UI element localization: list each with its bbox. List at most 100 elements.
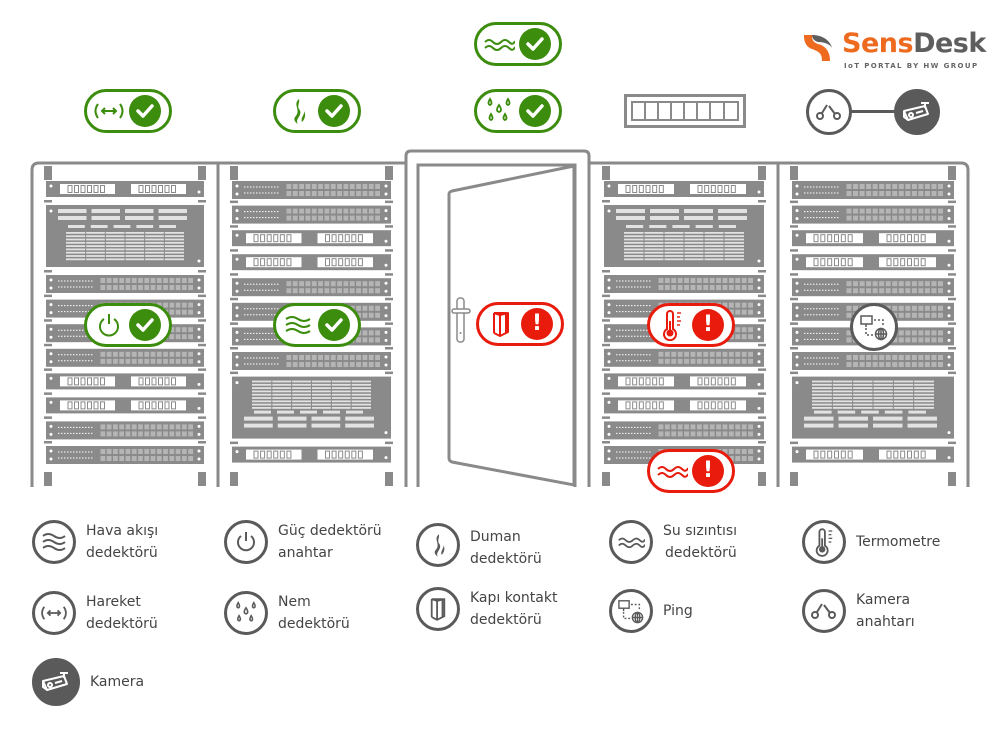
camera-switch-node[interactable] bbox=[806, 89, 852, 135]
ok-check-icon bbox=[129, 95, 161, 127]
monitoring-unit-illustration bbox=[624, 94, 746, 128]
legend-label-line1: Hareket bbox=[86, 594, 141, 610]
legend-label-line1: Kamera bbox=[90, 674, 145, 690]
airflow-icon bbox=[276, 306, 320, 344]
rack-1 bbox=[44, 166, 206, 486]
rack-5 bbox=[790, 166, 956, 486]
sensdesk-logo: SensDesk IoT PORTAL BY HW GROUP bbox=[800, 28, 986, 73]
legend-label-line1: Güç dedektörü bbox=[278, 523, 382, 539]
legend-icon-wrap bbox=[609, 520, 653, 564]
logo-name: SensDesk bbox=[842, 28, 986, 60]
logo-name-sens: Sens bbox=[842, 28, 914, 59]
legend-label-line1: Ping bbox=[663, 603, 693, 619]
camera-node[interactable] bbox=[894, 89, 940, 135]
humidity-icon bbox=[477, 92, 521, 130]
smoke-icon bbox=[434, 534, 445, 557]
alert-exclamation-icon: ! bbox=[692, 455, 724, 487]
alert-exclamation-icon: ! bbox=[521, 308, 553, 340]
ok-check-icon bbox=[519, 95, 551, 127]
legend-item-camera: Kamera bbox=[32, 658, 144, 706]
logo-name-desk: Desk bbox=[913, 28, 986, 59]
water-leak-sensor-badge[interactable] bbox=[474, 22, 562, 66]
legend-icon-wrap bbox=[32, 658, 80, 706]
thermometer-icon bbox=[815, 528, 833, 557]
legend-label-line2: dedektörü bbox=[470, 612, 542, 628]
camera-switch-link bbox=[806, 89, 940, 135]
water-leak-icon bbox=[650, 452, 694, 490]
humidity-icon bbox=[236, 601, 256, 622]
ping-sensor-badge[interactable] bbox=[850, 303, 898, 351]
rack-2 bbox=[230, 166, 393, 486]
power-icon bbox=[237, 532, 255, 552]
legend-label-line2: dedektörü bbox=[470, 551, 542, 567]
legend-item-motion: Hareket dedektörü bbox=[32, 591, 158, 635]
legend-label-line1: Hava akışı bbox=[86, 523, 159, 539]
smoke-icon bbox=[276, 92, 320, 130]
logo-mark-icon bbox=[803, 35, 832, 61]
legend-label-line2: dedektörü bbox=[86, 616, 158, 632]
door-handle-plate bbox=[456, 297, 465, 343]
legend-label-line1: Termometre bbox=[856, 534, 941, 550]
legend-item-power: Güç dedektörü anahtar bbox=[224, 520, 382, 564]
legend-item-thermometer: Termometre bbox=[802, 520, 940, 564]
door-icon bbox=[430, 598, 446, 621]
legend-label-line1: Duman bbox=[470, 529, 521, 545]
power-icon bbox=[87, 306, 131, 344]
door-handle bbox=[451, 308, 471, 314]
legend-icon-wrap bbox=[32, 591, 76, 635]
legend-item-humidity: Nem dedektörü bbox=[224, 591, 350, 635]
legend-item-camera-switch: Kamera anahtarı bbox=[802, 589, 915, 633]
legend-icon-wrap bbox=[802, 589, 846, 633]
humidity-sensor-badge[interactable] bbox=[474, 89, 562, 133]
legend-icon-wrap bbox=[224, 591, 268, 635]
legend-item-door-contact: Kapı kontakt dedektörü bbox=[416, 587, 557, 631]
legend-label-line2: dedektörü bbox=[278, 616, 350, 632]
legend-icon-wrap bbox=[416, 587, 460, 631]
camera-switch-icon bbox=[811, 603, 836, 619]
legend-label-line1: Nem bbox=[278, 594, 311, 610]
ping-icon bbox=[618, 600, 644, 624]
legend-icon-wrap bbox=[802, 520, 846, 564]
legend-item-smoke: Duman dedektörü bbox=[416, 520, 542, 570]
power-sensor-badge[interactable] bbox=[84, 303, 172, 347]
link-line bbox=[850, 110, 898, 113]
ok-check-icon bbox=[519, 28, 551, 60]
legend-icon-wrap bbox=[609, 589, 653, 633]
water-leak-icon bbox=[477, 25, 521, 63]
door-contact-sensor-badge[interactable]: ! bbox=[476, 302, 564, 346]
motion-icon bbox=[41, 606, 67, 620]
ok-check-icon bbox=[318, 95, 350, 127]
motion-icon bbox=[87, 92, 131, 130]
ok-check-icon bbox=[318, 309, 350, 341]
water-leak-icon bbox=[618, 537, 645, 549]
door-keyhole bbox=[459, 332, 462, 334]
legend-label-line2: anahtar bbox=[278, 545, 333, 561]
camera-icon bbox=[42, 672, 68, 691]
thermometer-sensor-badge[interactable]: ! bbox=[647, 303, 735, 347]
legend-icon-wrap bbox=[32, 520, 76, 564]
legend-label-line2: anahtarı bbox=[856, 614, 915, 630]
airflow-icon bbox=[42, 533, 66, 551]
motion-sensor-badge[interactable] bbox=[84, 89, 172, 133]
legend-item-ping: Ping bbox=[609, 589, 693, 633]
legend-icon-wrap bbox=[224, 520, 268, 564]
camera-switch-icon bbox=[816, 104, 841, 120]
legend-icon-wrap bbox=[416, 523, 460, 567]
alert-exclamation-icon: ! bbox=[692, 309, 724, 341]
legend-label-line1: Su sızıntısı bbox=[663, 523, 738, 539]
airflow-sensor-badge[interactable] bbox=[273, 303, 361, 347]
camera-icon bbox=[903, 102, 929, 121]
legend-label-line2: dedektörü bbox=[86, 545, 158, 561]
water-leak-floor-sensor-badge[interactable]: ! bbox=[647, 449, 735, 493]
ok-check-icon bbox=[129, 309, 161, 341]
thermometer-icon bbox=[650, 306, 694, 344]
legend-label-line1: Kapı kontakt bbox=[470, 590, 558, 606]
legend-item-airflow: Hava akışı dedektörü bbox=[32, 520, 158, 564]
legend-label-line1: Kamera bbox=[856, 592, 911, 608]
door-icon bbox=[479, 305, 523, 343]
logo-tagline: IoT PORTAL BY HW GROUP bbox=[844, 62, 979, 70]
ping-icon bbox=[860, 315, 888, 341]
smoke-sensor-badge[interactable] bbox=[273, 89, 361, 133]
